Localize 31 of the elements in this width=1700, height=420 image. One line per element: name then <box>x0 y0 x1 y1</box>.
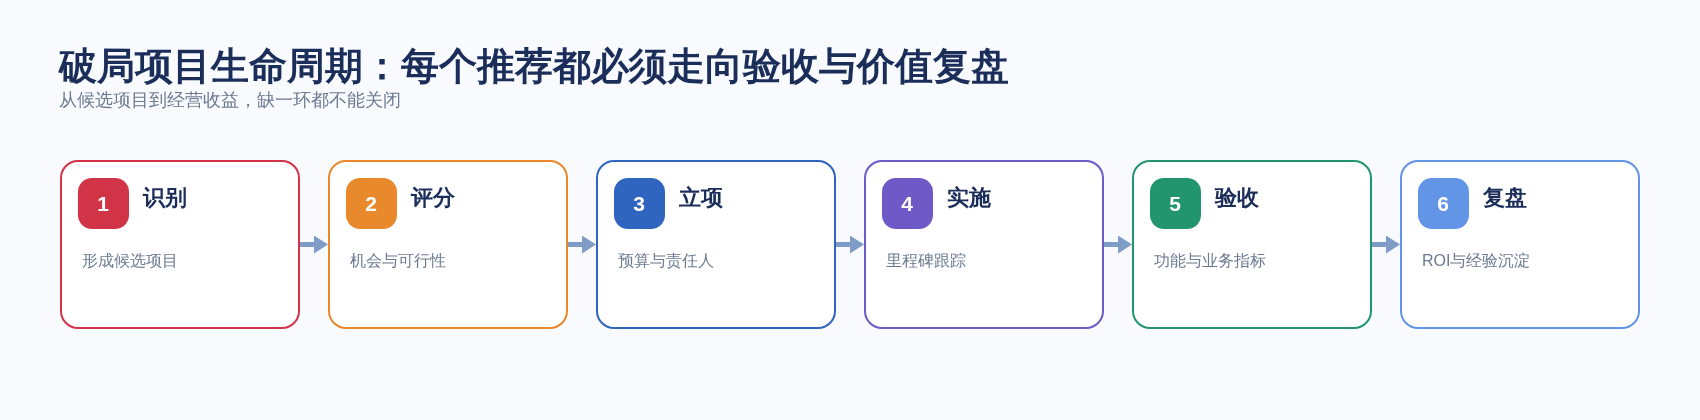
step-title: 验收 <box>1214 183 1259 212</box>
arrow <box>1104 235 1132 254</box>
number-badge: 6 <box>1417 177 1469 229</box>
step-title: 立项 <box>678 183 723 212</box>
subtitle: 从候选项目到经营收益，缺一环都不能关闭 <box>59 89 401 112</box>
arrow <box>836 235 864 254</box>
step-card <box>60 160 300 329</box>
arrow <box>1372 235 1400 254</box>
step-description: 预算与责任人 <box>618 250 714 271</box>
title: 破局项目生命周期：每个推荐都必须走向验收与价值复盘 <box>59 44 1009 89</box>
arrow <box>300 235 328 254</box>
step-title: 实施 <box>946 183 991 212</box>
step-card <box>1132 160 1372 329</box>
step-card <box>328 160 568 329</box>
step-title: 复盘 <box>1482 183 1527 212</box>
step-title: 评分 <box>410 183 455 212</box>
number-badge: 2 <box>345 177 397 229</box>
step-description: ROI与经验沉淀 <box>1422 250 1531 271</box>
step-card <box>1400 160 1640 329</box>
step-description: 形成候选项目 <box>82 250 178 271</box>
number-badge: 1 <box>77 177 129 229</box>
step-card <box>596 160 836 329</box>
step-card <box>864 160 1104 329</box>
step-description: 里程碑跟踪 <box>886 250 966 271</box>
step-description: 功能与业务指标 <box>1154 250 1266 271</box>
step-description: 机会与可行性 <box>350 250 446 271</box>
number-badge: 3 <box>613 177 665 229</box>
number-badge: 5 <box>1149 177 1201 229</box>
number-badge: 4 <box>881 177 933 229</box>
arrow <box>568 235 596 254</box>
step-title: 识别 <box>142 183 187 212</box>
